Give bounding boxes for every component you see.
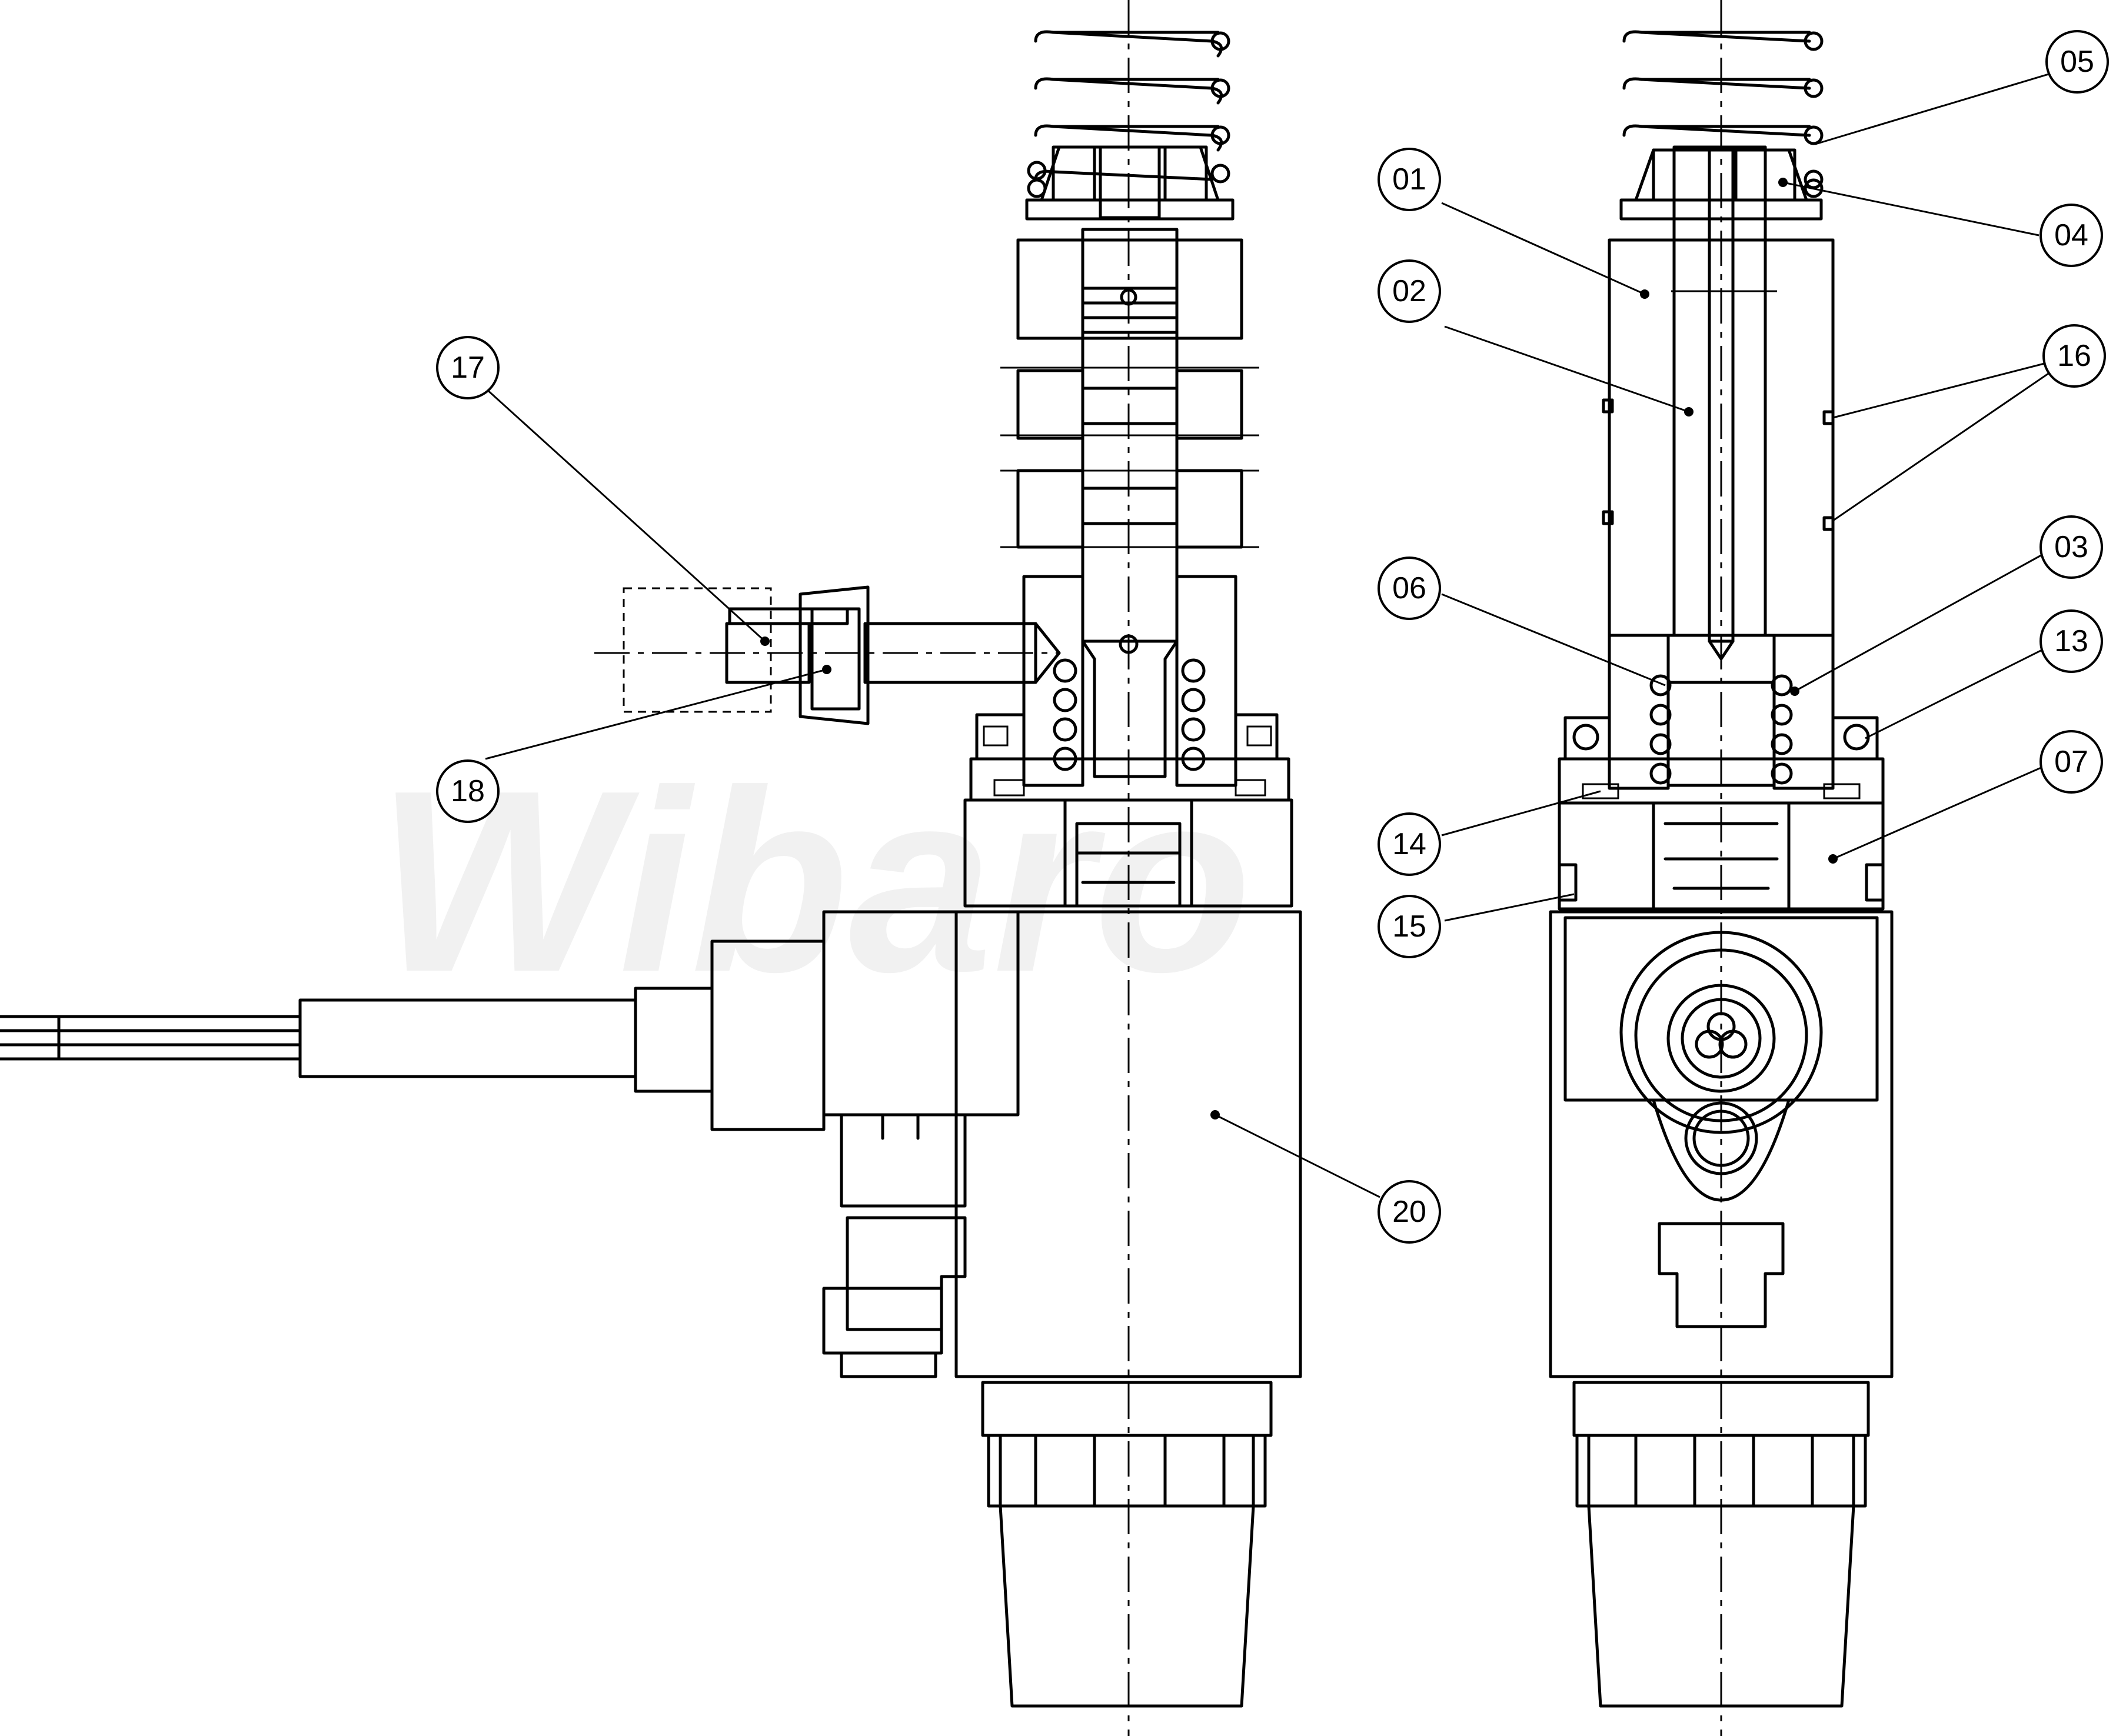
- callout-02: 02: [1378, 259, 1441, 323]
- spring-left: [1027, 30, 1230, 198]
- side-view-sectional: [0, 0, 1302, 1736]
- callout-label: 02: [1392, 274, 1426, 308]
- callout-label: 17: [451, 351, 485, 385]
- callout-labels: 17 18 01 02 05 04 16 03 06 13 07 14 15 20: [436, 30, 2109, 1244]
- callout-label: 15: [1392, 909, 1426, 944]
- leader-lines: [484, 72, 2075, 1198]
- callout-label: 18: [451, 774, 485, 808]
- callout-circle: [2040, 204, 2103, 267]
- callout-06: 06: [1378, 557, 1441, 620]
- callout-circle: [1378, 259, 1441, 323]
- callout-label: 06: [1392, 571, 1426, 605]
- callout-label: 03: [2054, 530, 2088, 564]
- front-view-sectional: [1549, 0, 1894, 1736]
- callout-04: 04: [2040, 204, 2103, 267]
- callout-circle: [436, 759, 500, 823]
- callout-circle: [1378, 895, 1441, 958]
- callout-label: 01: [1392, 162, 1426, 196]
- callout-circle: [1378, 148, 1441, 211]
- callout-07: 07: [2040, 730, 2103, 794]
- callout-circle: [2045, 30, 2109, 94]
- callout-16: 16: [2042, 324, 2106, 388]
- callout-label: 16: [2057, 339, 2091, 373]
- callout-label: 20: [1392, 1195, 1426, 1229]
- callout-14: 14: [1378, 812, 1441, 876]
- callout-label: 07: [2054, 745, 2088, 779]
- callout-label: 14: [1392, 827, 1426, 861]
- inner-spring-right: [1649, 674, 1793, 785]
- callout-20: 20: [1378, 1180, 1441, 1244]
- callout-05: 05: [2045, 30, 2109, 94]
- callout-circle: [2042, 324, 2106, 388]
- callout-17: 17: [436, 336, 500, 399]
- callout-label: 05: [2060, 45, 2094, 79]
- spring-right: [1622, 30, 1824, 198]
- callout-13: 13: [2040, 609, 2103, 673]
- callout-18: 18: [436, 759, 500, 823]
- callout-circle: [1378, 557, 1441, 620]
- callout-label: 13: [2054, 624, 2088, 658]
- callout-label: 04: [2054, 218, 2088, 252]
- callout-03: 03: [2040, 515, 2103, 579]
- callout-01: 01: [1378, 148, 1441, 211]
- callout-15: 15: [1378, 895, 1441, 958]
- callout-circle: [2040, 515, 2103, 579]
- callout-circle: [1378, 1180, 1441, 1244]
- callout-circle: [2040, 609, 2103, 673]
- callout-circle: [2040, 730, 2103, 794]
- callout-circle: [436, 336, 500, 399]
- callout-circle: [1378, 812, 1441, 876]
